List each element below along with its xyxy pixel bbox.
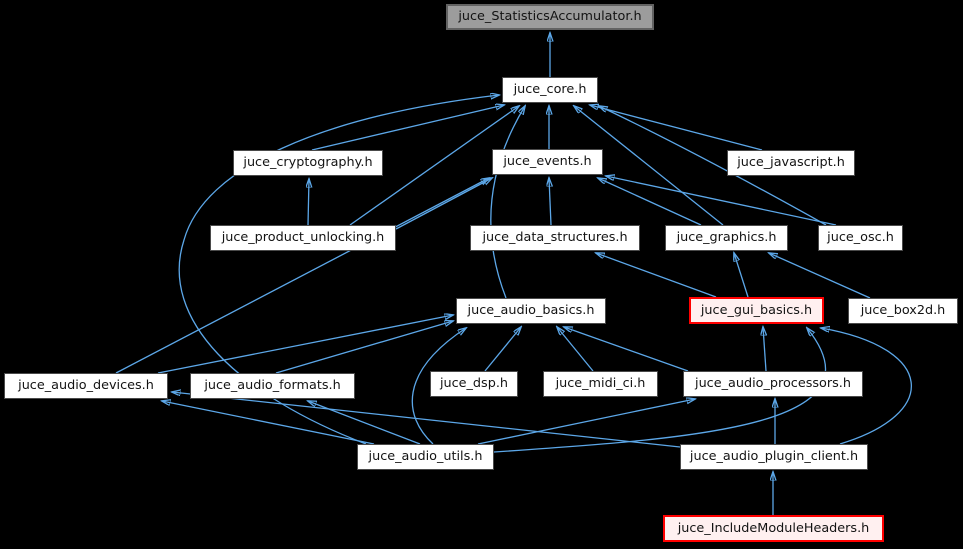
edge-audio_utils-audio_processors xyxy=(477,399,695,445)
edge-audio_formats-audio_basics xyxy=(275,321,453,374)
node-juce_audio_processors[interactable]: juce_audio_processors.h xyxy=(683,371,863,397)
node-juce_osc[interactable]: juce_osc.h xyxy=(818,225,903,251)
node-label: juce_product_unlocking.h xyxy=(221,230,385,245)
edge-cryptography-core xyxy=(311,105,504,151)
node-juce_box2d[interactable]: juce_box2d.h xyxy=(848,298,958,324)
edge-audio_devices-audio_basics xyxy=(157,315,453,374)
node-label: juce_gui_basics.h xyxy=(700,302,813,318)
node-label: juce_audio_utils.h xyxy=(368,449,483,464)
edge-audio_utils-gui_basics xyxy=(493,328,827,453)
node-label: juce_audio_formats.h xyxy=(204,378,341,393)
edge-audio_utils-audio_basics xyxy=(411,328,466,445)
node-label: juce_IncludeModuleHeaders.h xyxy=(677,520,870,536)
node-label: juce_audio_devices.h xyxy=(18,378,154,393)
node-juce_graphics[interactable]: juce_graphics.h xyxy=(665,225,788,251)
node-juce_events[interactable]: juce_events.h xyxy=(492,149,603,175)
node-juce_javascript[interactable]: juce_javascript.h xyxy=(727,150,855,176)
edge-audio_processors-audio_basics xyxy=(564,327,689,372)
node-label: juce_audio_basics.h xyxy=(467,303,595,318)
edge-product_unlocking-events xyxy=(395,178,492,230)
edge-javascript-core xyxy=(590,105,763,151)
node-juce_audio_basics[interactable]: juce_audio_basics.h xyxy=(456,298,606,324)
edge-box2d-graphics xyxy=(769,253,871,299)
edge-gui_basics-graphics xyxy=(734,253,749,298)
node-juce_audio_plugin_client[interactable]: juce_audio_plugin_client.h xyxy=(680,444,868,470)
edge-audio_utils-audio_devices xyxy=(162,401,375,445)
edge-osc-core xyxy=(599,106,827,226)
node-label: juce_audio_plugin_client.h xyxy=(689,449,859,464)
edge-graphics-core xyxy=(574,106,724,226)
node-juce_cryptography[interactable]: juce_cryptography.h xyxy=(233,150,383,176)
node-label: juce_graphics.h xyxy=(676,230,777,245)
edge-dsp-audio_basics xyxy=(484,327,521,372)
node-juce_product_unlocking[interactable]: juce_product_unlocking.h xyxy=(210,225,396,251)
node-label: juce_audio_processors.h xyxy=(695,376,851,391)
edge-product_unlocking-core xyxy=(349,106,519,226)
node-label: juce_midi_ci.h xyxy=(555,376,646,391)
node-juce_audio_formats[interactable]: juce_audio_formats.h xyxy=(190,373,355,399)
edge-graphics-events xyxy=(598,178,702,226)
edge-audio_plugin_client-audio_devices xyxy=(172,392,681,448)
node-label: juce_data_structures.h xyxy=(482,230,628,245)
node-juce_gui_basics[interactable]: juce_gui_basics.h xyxy=(689,297,824,324)
node-juce_audio_utils[interactable]: juce_audio_utils.h xyxy=(357,444,494,470)
edge-audio_basics-core xyxy=(490,106,525,299)
edge-audio_utils-audio_formats xyxy=(308,401,421,445)
node-label: juce_StatisticsAccumulator.h xyxy=(458,9,642,24)
edge-product_unlocking-cryptography xyxy=(308,179,309,226)
edge-audio_processors-gui_basics xyxy=(763,327,766,372)
edge-data_structures-events xyxy=(549,178,551,226)
node-label: juce_javascript.h xyxy=(737,155,845,170)
edge-midi_ci-audio_basics xyxy=(557,327,594,372)
node-juce_midi_ci[interactable]: juce_midi_ci.h xyxy=(543,371,658,397)
node-label: juce_events.h xyxy=(503,154,592,169)
edge-audio_devices-events xyxy=(115,178,489,374)
node-juce_StatisticsAccumulator: juce_StatisticsAccumulator.h xyxy=(446,4,654,30)
node-label: juce_box2d.h xyxy=(860,303,946,318)
node-juce_data_structures[interactable]: juce_data_structures.h xyxy=(470,225,640,251)
edge-audio_plugin_client-gui_basics xyxy=(821,328,912,445)
node-label: juce_dsp.h xyxy=(439,376,509,391)
node-juce_IncludeModuleHeaders[interactable]: juce_IncludeModuleHeaders.h xyxy=(663,515,884,542)
node-label: juce_cryptography.h xyxy=(243,155,373,170)
node-label: juce_core.h xyxy=(513,82,587,97)
node-label: juce_osc.h xyxy=(827,230,894,245)
edge-gui_basics-data_structures xyxy=(596,253,717,298)
node-juce_audio_devices[interactable]: juce_audio_devices.h xyxy=(4,373,168,399)
node-juce_dsp[interactable]: juce_dsp.h xyxy=(430,371,518,397)
node-juce_core[interactable]: juce_core.h xyxy=(502,77,598,103)
edge-osc-events xyxy=(606,176,837,226)
